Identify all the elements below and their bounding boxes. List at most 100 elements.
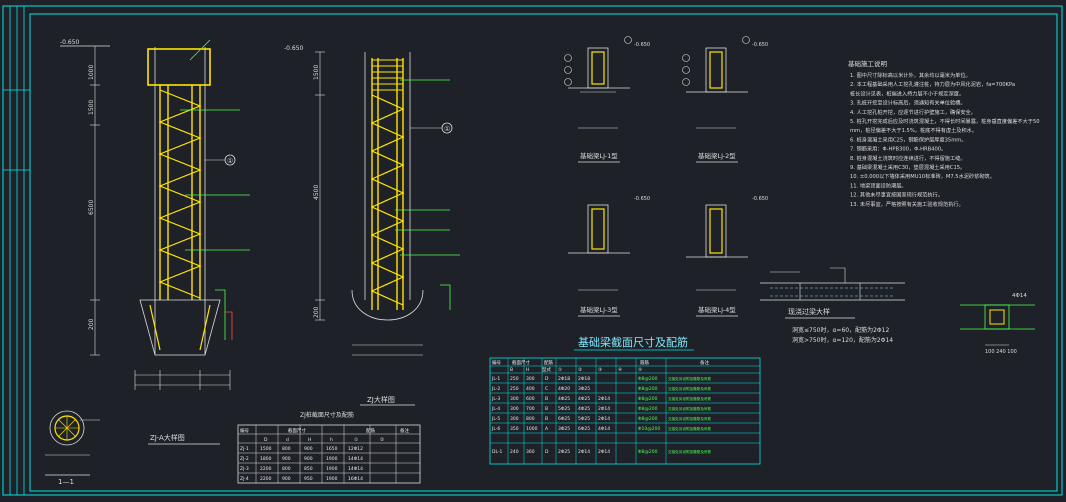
- beam-table-header: 编号: [492, 359, 501, 366]
- beam-table-cell: 交接处另设附加箍筋及吊筋: [668, 416, 712, 421]
- pile-table-cell: 14Φ14: [348, 466, 363, 472]
- beam-table-cell: 2Φ14: [598, 396, 610, 402]
- pile-table-cell: 2200: [260, 476, 272, 482]
- beam-table-cell: Φ10@200: [638, 426, 660, 432]
- pile-table-subheader: H: [308, 437, 311, 443]
- pile-left-dim-4: 200: [88, 318, 95, 330]
- inner-frame: [29, 13, 1058, 492]
- pile-table-cell: 900: [304, 446, 313, 452]
- note-line: 12. 其他未尽事宜按国家现行规范执行。: [850, 191, 943, 199]
- beam-table-subheader: ⑤: [638, 367, 642, 373]
- beam-table-cell: 2Φ25: [558, 449, 570, 455]
- beam-table-cell: 2Φ14: [598, 416, 610, 422]
- beam-table-cell: A: [545, 426, 549, 432]
- beam-table-subheader: ④: [618, 367, 622, 373]
- pile-table-cell: 1800: [260, 456, 272, 462]
- note-line: 11. 地梁顶面设防潮层。: [850, 181, 907, 189]
- beam-table-cell: JL-1: [491, 376, 500, 382]
- beam-table-subheader: ②: [578, 367, 582, 373]
- pile-table-cell: ZJ-1: [240, 446, 249, 452]
- pile-table-header: 截面尺寸: [288, 427, 306, 434]
- column-detail-dim: 4Φ14: [1012, 293, 1027, 299]
- beam-table-cell: 4Φ25: [578, 406, 590, 412]
- beam-table-header: 配筋: [544, 359, 553, 366]
- beam-table-cell: 2Φ18: [578, 376, 590, 382]
- beam-table-cell: 4Φ25: [578, 396, 590, 402]
- pile-table-cell: 900: [304, 456, 313, 462]
- zj-detail2-title: ZJ大样图: [367, 395, 395, 404]
- beam-table-cell: 300: [510, 416, 519, 422]
- beam-table-cell: 2Φ18: [558, 376, 570, 382]
- beam-table-cell: 5Φ25: [558, 406, 570, 412]
- pile-table-cell: 1900: [326, 476, 338, 482]
- pile-table-header: 备注: [400, 427, 409, 434]
- note-line: 7. 钢筋采用：Φ-HPB300，Φ-HRB400。: [850, 145, 946, 153]
- outer-frame: [2, 5, 1063, 496]
- note-line: 8. 桩身混凝土浇筑时应连续进行，不得留施工缝。: [850, 154, 966, 162]
- pile-middle-top-level: -0.650: [284, 45, 304, 52]
- beam-table-cell: Φ8@200: [638, 449, 658, 455]
- beam-table-cell: B: [545, 416, 548, 422]
- pile-left-top-level: -0.650: [60, 39, 80, 46]
- pile-middle-section-mark: ①: [444, 125, 450, 133]
- beam-table-cell: D: [545, 376, 549, 382]
- pile-table-cell: 1900: [326, 466, 338, 472]
- beam-table-cell: 4Φ20: [558, 386, 570, 392]
- pile-left-dim-3: 6500: [88, 200, 95, 215]
- beam-section-lj4: [686, 204, 748, 291]
- beam-section-lj2: [682, 36, 750, 129]
- pile-table-title: ZJ桩截面尺寸及配筋: [300, 411, 354, 419]
- lj1-title: 基础梁LJ-1型: [580, 151, 618, 160]
- lintel-detail: [760, 267, 905, 301]
- beam-table-cell: DL-1: [492, 449, 503, 455]
- pile-middle-elevation: [315, 51, 460, 356]
- beam-table-cell: 1000: [526, 426, 538, 432]
- beam-table-cell: 4Φ14: [598, 426, 610, 432]
- beam-table-cell: Φ8@200: [638, 386, 658, 392]
- pile-table-cell: 1900: [326, 456, 338, 462]
- beam-table-header: 截面尺寸: [512, 359, 530, 366]
- beam-table-cell: 2Φ14: [598, 406, 610, 412]
- pile-table-cell: 900: [282, 476, 291, 482]
- beam-table-cell: 交接处另设附加箍筋及吊筋: [668, 386, 712, 391]
- pile-table-cell: 800: [282, 446, 291, 452]
- beam-table-cell: 3Φ25: [578, 386, 590, 392]
- pile-table-header: 编号: [240, 427, 249, 434]
- pile-table-subheader: h: [330, 437, 333, 443]
- pile-table-cell: 900: [282, 456, 291, 462]
- pile-table-cell: 2200: [260, 466, 272, 472]
- beam-table-subheader: ①: [558, 367, 562, 373]
- beam-table-cell: Φ8@200: [638, 406, 658, 412]
- column-detail: [960, 304, 1035, 346]
- note-line: 10. ±0.000以下墙体采用MU10标准砖，M7.5水泥砂浆砌筑。: [850, 172, 995, 180]
- pile-table-subheader: ②: [380, 437, 384, 443]
- beam-table-cell: B: [545, 406, 548, 412]
- pile-left-dim-2: 1500: [88, 100, 95, 115]
- lintel-note-1: 洞宽≤750时，α=60，配筋为2Φ12: [792, 326, 889, 334]
- lintel-note-2: 洞宽>750时，α=120，配筋为2Φ14: [792, 336, 893, 344]
- note-line: mm，桩径偏差不大于1.5%，桩底不得有虚土及积水。: [850, 126, 977, 134]
- beam-table-cell: JL-3: [491, 396, 500, 402]
- note-line: 9. 基础梁混凝土采用C30，垫层混凝土采用C15。: [850, 163, 965, 171]
- beam-table-cell: 交接处另设附加箍筋及吊筋: [668, 426, 712, 431]
- beam-table-cell: 交接处另设附加箍筋及吊筋: [668, 376, 712, 381]
- beam-table-cell: 5Φ25: [578, 416, 590, 422]
- beam-table-cell: 3Φ25: [558, 426, 570, 432]
- beam-table-subheader: 型式: [542, 366, 551, 373]
- notes-header: 基础施工说明: [848, 59, 888, 68]
- column-detail-bottom-dims: 100 240 100: [985, 349, 1017, 355]
- pile-left-elevation: [60, 39, 250, 356]
- note-line: 4. 人工挖孔桩开挖，应逐节进行护壁施工，确保安全。: [850, 108, 976, 116]
- beam-table-cell: 360: [526, 449, 535, 455]
- lintel-title: 现浇过梁大样: [788, 307, 830, 316]
- beam-table-subheader: H: [526, 367, 529, 373]
- beam-table-header: 备注: [700, 359, 709, 366]
- beam-table-cell: Φ8@200: [638, 396, 658, 402]
- beam-table-cell: 2Φ14: [598, 449, 610, 455]
- beam-table-cell: 250: [510, 386, 519, 392]
- beam-table-cell: 300: [526, 376, 535, 382]
- pile-table-cell: 800: [282, 466, 291, 472]
- beam-table-cell: Φ8@200: [638, 376, 658, 382]
- pile-middle-dim-1: 1500: [313, 65, 320, 80]
